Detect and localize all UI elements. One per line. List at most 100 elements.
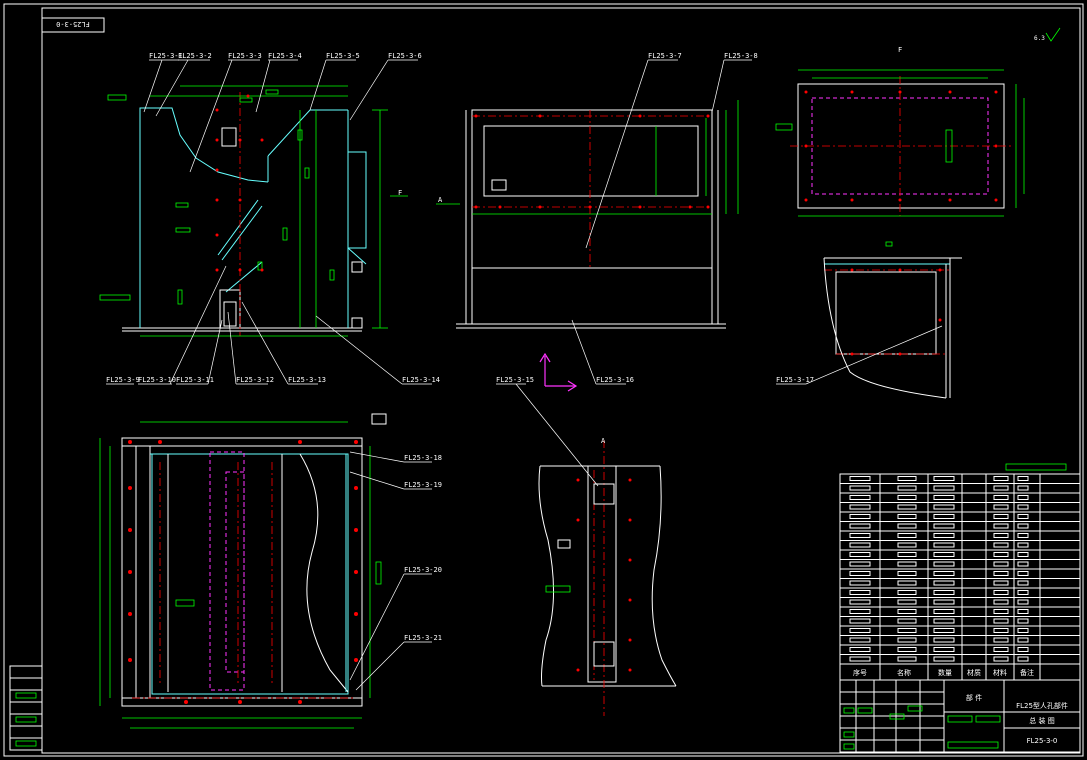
callout-p11[interactable]: FL25-3-11 (176, 319, 223, 385)
bom-cell-text (933, 561, 955, 567)
svg-text:FL25-3-10: FL25-3-10 (138, 376, 176, 384)
bom-cell-text (993, 609, 1009, 614)
bom-cell-text (993, 514, 1009, 519)
partial-side-view[interactable] (538, 440, 677, 716)
col-header-stock: 材料 (993, 668, 1007, 677)
bom-cell-text (993, 571, 1009, 576)
bom-cell-text (1017, 656, 1029, 662)
callout-p6[interactable]: FL25-3-6 (349, 52, 422, 121)
view-mark-f: F (398, 189, 402, 197)
bom-cell-text (993, 542, 1009, 548)
callout-p19[interactable]: FL25-3-19 (349, 471, 442, 490)
callout-p20[interactable]: FL25-3-20 (349, 566, 442, 681)
bom-cell-text (933, 552, 955, 557)
lower-front-view[interactable] (99, 413, 387, 729)
bom-cell-text (933, 618, 955, 624)
callout-p14[interactable]: FL25-3-14 (315, 315, 440, 385)
bom-cell-text (849, 618, 871, 624)
bom-cell-text (993, 552, 1009, 557)
bom-cell-text (933, 590, 955, 595)
bom-cell-text (993, 656, 1009, 662)
bom-cell-text (933, 485, 955, 491)
front-elevation-view[interactable] (99, 85, 408, 337)
bom-cell-text (897, 542, 917, 548)
bom-cell-text (1017, 476, 1029, 481)
bom-cell-text (933, 647, 955, 652)
corner-code-text: FL25-3-0 (56, 20, 90, 28)
svg-text:6.3: 6.3 (1034, 35, 1045, 42)
callout-p10[interactable]: FL25-3-10 (138, 265, 227, 385)
bom-cell-text (897, 571, 917, 576)
parts-list-table[interactable]: 序号 名称 数量 材质 材料 备注 (839, 463, 1081, 681)
bom-cell-text (897, 504, 917, 510)
bom-rows (840, 476, 1080, 665)
inner-border (41, 7, 1081, 754)
callout-p15[interactable]: FL25-3-15 (496, 376, 599, 487)
bom-cell-text (1017, 504, 1029, 510)
callout-p5[interactable]: FL25-3-5 (309, 52, 360, 111)
bom-cell-text (933, 476, 955, 481)
callout-p18[interactable]: FL25-3-18 (349, 451, 442, 463)
bom-cell-text (897, 561, 917, 567)
bom-cell-text (993, 561, 1009, 567)
bom-cell-text (1017, 552, 1029, 557)
bom-cell-text (933, 495, 955, 500)
svg-text:FL25-3-2: FL25-3-2 (178, 52, 212, 60)
svg-text:FL25-3-3: FL25-3-3 (228, 52, 262, 60)
callout-p12[interactable]: FL25-3-12 (227, 311, 274, 385)
top-plan-view[interactable] (775, 69, 1025, 217)
bom-cell-text (897, 485, 917, 491)
bom-cell-text (1017, 495, 1029, 500)
callout-p4[interactable]: FL25-3-4 (255, 52, 302, 113)
svg-text:FL25-3-19: FL25-3-19 (404, 481, 442, 489)
side-elevation-view[interactable] (436, 100, 739, 329)
bom-cell-text (897, 647, 917, 652)
callout-p21[interactable]: FL25-3-21 (355, 634, 442, 691)
callout-p3[interactable]: FL25-3-3 (189, 52, 262, 173)
callout-p9[interactable]: FL25-3-9 (106, 376, 140, 385)
callout-p17[interactable]: FL25-3-17 (776, 325, 943, 385)
revision-block (9, 665, 43, 751)
callout-p16[interactable]: FL25-3-16 (571, 319, 634, 385)
title-drawing-no: FL25-3-0 (1027, 737, 1058, 745)
svg-text:FL25-3-21: FL25-3-21 (404, 634, 442, 642)
corner-code-box: FL25-3-0 (41, 17, 105, 33)
bom-cell-text (933, 637, 955, 643)
bom-cell-text (849, 637, 871, 643)
detail-section-view[interactable] (823, 241, 962, 399)
col-header-material: 材质 (967, 668, 981, 677)
bom-cell-text (933, 628, 955, 633)
bom-cell-text (849, 628, 871, 633)
bom-cell-text (897, 580, 917, 586)
bom-cell-text (1017, 542, 1029, 548)
bom-cell-text (993, 533, 1009, 538)
bom-cell-text (849, 561, 871, 567)
part-callouts[interactable]: FL25-3-1 FL25-3-2 FL25-3-3 FL25-3-4 FL25… (106, 52, 943, 691)
callout-p13[interactable]: FL25-3-13 (241, 301, 326, 385)
outer-border (3, 3, 1084, 757)
bom-cell-text (933, 533, 955, 538)
svg-text:FL25-3-13: FL25-3-13 (288, 376, 326, 384)
svg-text:FL25-3-1: FL25-3-1 (149, 52, 183, 60)
bom-cell-text (897, 618, 917, 624)
bom-cell-text (849, 656, 871, 662)
bom-cell-text (849, 476, 871, 481)
bom-cell-text (993, 485, 1009, 491)
bom-cell-text (933, 523, 955, 529)
svg-text:FL25-3-4: FL25-3-4 (268, 52, 302, 60)
view-mark-f-plan: F (898, 46, 902, 54)
title-block[interactable]: 部 件 FL25型人孔部件 总 装 图 FL25-3-0 (839, 679, 1081, 753)
bom-cell-text (993, 590, 1009, 595)
bom-cell-text (1017, 628, 1029, 633)
bom-cell-text (1017, 618, 1029, 624)
bom-cell-text (933, 656, 955, 662)
bom-cell-text (1017, 571, 1029, 576)
callout-p7[interactable]: FL25-3-7 (585, 52, 682, 249)
callout-p2[interactable]: FL25-3-2 (155, 52, 212, 117)
callout-p8[interactable]: FL25-3-8 (711, 52, 758, 113)
bom-cell-text (897, 628, 917, 633)
svg-text:FL25-3-15: FL25-3-15 (496, 376, 534, 384)
col-header-qty: 数量 (938, 668, 952, 677)
callout-p1[interactable]: FL25-3-1 (143, 52, 183, 113)
